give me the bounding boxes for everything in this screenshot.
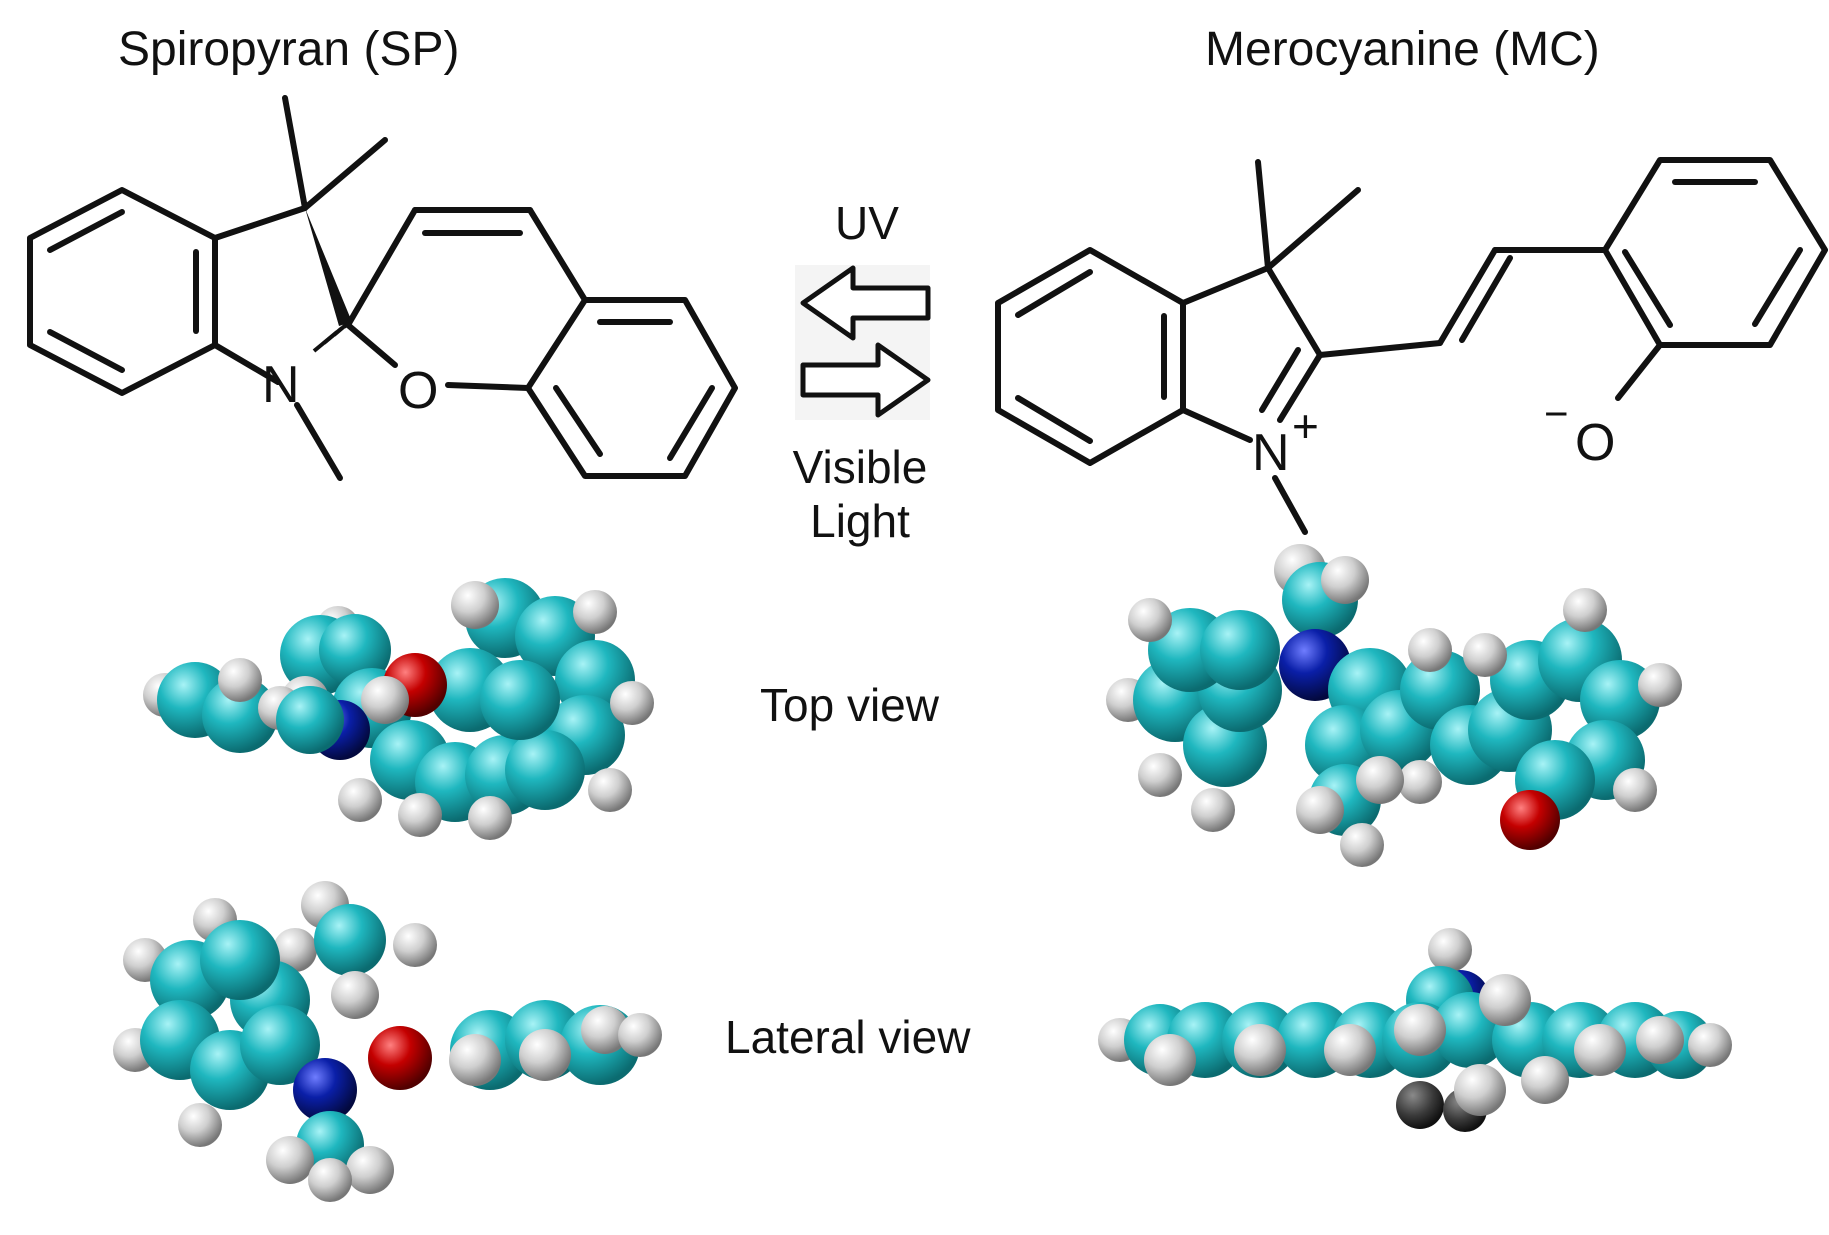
hydrogen-atom — [393, 923, 437, 967]
hydrogen-atom — [1479, 974, 1531, 1026]
oxygen-atom — [1500, 790, 1560, 850]
mc-indoline-benzene-ring — [995, 247, 1186, 466]
hydrogen-atom — [1428, 928, 1472, 972]
hydrogen-atom — [1296, 786, 1344, 834]
sp-nitrogen-atom: N — [262, 356, 300, 414]
carbon-atom — [276, 686, 344, 754]
hydrogen-atom — [1324, 1024, 1376, 1076]
hydrogen-atom — [1613, 768, 1657, 812]
hydrogen-atom — [331, 971, 379, 1019]
carbon-atom — [314, 904, 386, 976]
merocyanine-structure: N + O − — [995, 157, 1828, 535]
sp-top-view-model — [143, 578, 654, 840]
carbon-atom — [200, 920, 280, 1000]
sp-indoline-benzene-ring — [27, 187, 218, 396]
carbon-atom — [202, 677, 278, 753]
hydrogen-atom — [1144, 1034, 1196, 1086]
hydrogen-atom — [1454, 1064, 1506, 1116]
hydrogen-atom — [218, 658, 262, 702]
carbon-atom — [240, 1005, 320, 1085]
hydrogen-atom — [618, 1013, 662, 1057]
carbon-atom — [480, 660, 560, 740]
hydrogen-atom — [1636, 1016, 1684, 1064]
carbon-atom — [319, 614, 391, 686]
hydrogen-atom — [1234, 1024, 1286, 1076]
forward-arrow-icon — [800, 342, 931, 418]
sp-oxygen-atom: O — [398, 362, 438, 420]
hydrogen-atom — [1521, 1056, 1569, 1104]
mc-oxygen-atom: O — [1575, 414, 1615, 472]
mc-phenolate-benzene-ring — [1602, 157, 1828, 348]
spiropyran-title: Spiropyran (SP) — [118, 23, 460, 76]
mc-lateral-view-model — [1098, 928, 1732, 1132]
hydrogen-atom — [1398, 760, 1442, 804]
hydrogen-atom — [451, 581, 499, 629]
hydrogen-atom — [338, 778, 382, 822]
hydrogen-atom — [610, 681, 654, 725]
hydrogen-atom — [1574, 1024, 1626, 1076]
hydrogen-atom — [308, 1158, 352, 1202]
reverse-arrow-icon — [800, 265, 931, 341]
hydrogen-atom — [1463, 633, 1507, 677]
sp-lateral-view-model — [113, 881, 662, 1202]
spiropyran-structure: N O — [27, 95, 738, 481]
sp-chromene-benzene-ring — [525, 297, 738, 479]
top-view-label: Top view — [760, 679, 939, 731]
nitrogen-atom — [293, 1058, 357, 1122]
merocyanine-title: Merocyanine (MC) — [1205, 23, 1600, 76]
hydrogen-atom — [1408, 628, 1452, 672]
uv-label: UV — [835, 197, 899, 249]
lateral-view-label: Lateral view — [725, 1011, 971, 1063]
carbon-atom — [505, 730, 585, 810]
hydrogen-atom — [273, 928, 317, 972]
mc-top-view-model — [1106, 544, 1682, 867]
hydrogen-atom — [1563, 588, 1607, 632]
visible-light-label-line2: Light — [810, 495, 910, 547]
hydrogen-atom — [588, 768, 632, 812]
hydrogen-atom — [468, 796, 512, 840]
hydrogen-atom — [573, 590, 617, 634]
carbon-atom — [1200, 610, 1280, 690]
hidden-atom — [1396, 1081, 1444, 1129]
hydrogen-atom — [1321, 556, 1369, 604]
hydrogen-atom — [519, 1029, 571, 1081]
visible-light-label-line1: Visible — [792, 441, 928, 493]
hydrogen-atom — [398, 793, 442, 837]
mc-nitrogen-atom: N — [1252, 424, 1290, 482]
hydrogen-atom — [1688, 1023, 1732, 1067]
mc-negative-charge: − — [1544, 390, 1569, 437]
hydrogen-atom — [1138, 753, 1182, 797]
hydrogen-atom — [1128, 598, 1172, 642]
mc-positive-charge: + — [1292, 400, 1319, 452]
hydrogen-atom — [346, 1146, 394, 1194]
hydrogen-atom — [1356, 756, 1404, 804]
hydrogen-atom — [581, 1006, 629, 1054]
hydrogen-atom — [1191, 788, 1235, 832]
photoswitch-arrows — [795, 265, 931, 420]
hydrogen-atom — [1340, 823, 1384, 867]
hydrogen-atom — [361, 676, 409, 724]
hydrogen-atom — [1638, 663, 1682, 707]
oxygen-atom — [368, 1026, 432, 1090]
hydrogen-atom — [1394, 1004, 1446, 1056]
hydrogen-atom — [178, 1103, 222, 1147]
hydrogen-atom — [266, 1136, 314, 1184]
hydrogen-atom — [449, 1034, 501, 1086]
